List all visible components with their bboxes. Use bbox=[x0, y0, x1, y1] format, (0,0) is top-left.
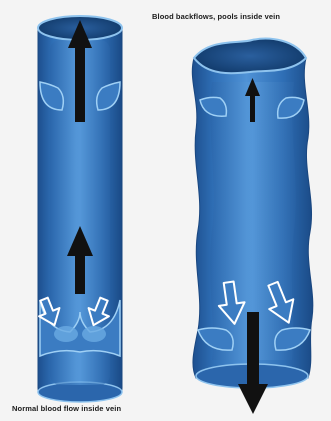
normal-vein bbox=[34, 16, 122, 402]
normal-lower-cusp-right bbox=[82, 326, 106, 342]
varicose-vein-top-opening bbox=[194, 39, 306, 74]
varicose-vein bbox=[192, 39, 313, 414]
diseased-vein-caption: Blood backflows, pools inside vein bbox=[152, 12, 280, 21]
normal-vein-caption: Normal blood flow inside vein bbox=[12, 404, 121, 413]
normal-lower-cusp-left bbox=[54, 326, 78, 342]
